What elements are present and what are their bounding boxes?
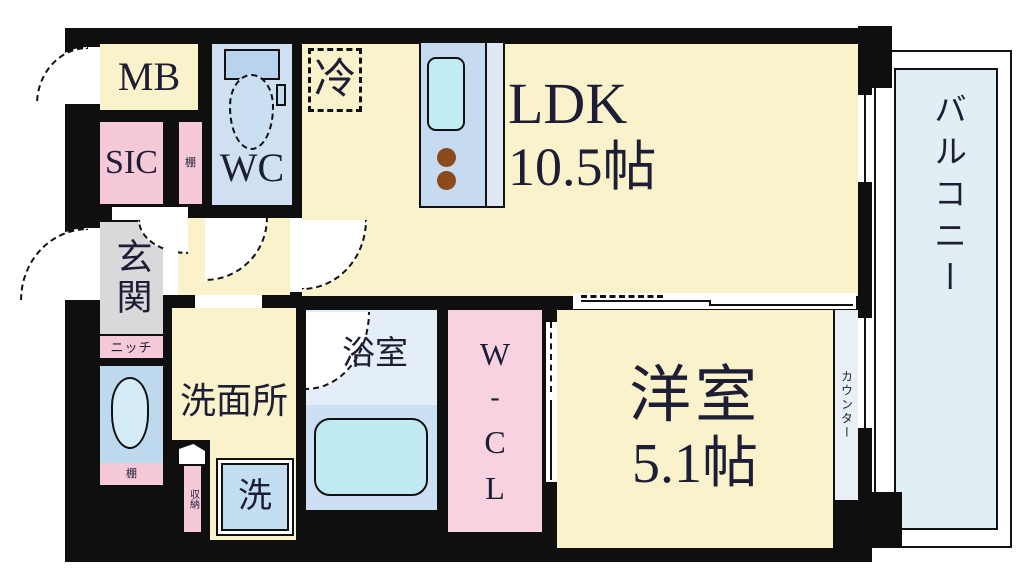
window-western bbox=[858, 318, 872, 428]
slide-door-western bbox=[546, 322, 557, 482]
genkan-label: 玄関 bbox=[111, 238, 152, 318]
kitchen-sink-icon bbox=[427, 57, 465, 131]
niche-label: ニッチ bbox=[110, 339, 153, 355]
stove-burner-icon bbox=[437, 171, 456, 190]
fridge-space: 冷 bbox=[308, 48, 362, 112]
slide-door-line bbox=[550, 400, 552, 480]
slide-line-dashed bbox=[581, 295, 663, 298]
stove-burner-icon bbox=[437, 148, 456, 167]
western-size: 5.1帖 bbox=[632, 433, 758, 496]
wc-label: WC bbox=[219, 145, 285, 190]
door-gap-ldk bbox=[290, 218, 302, 292]
shelf-upper-label: 棚 bbox=[185, 156, 196, 169]
washer-icon: 洗 bbox=[216, 458, 294, 536]
room-sic: SIC bbox=[100, 122, 163, 204]
fridge-label: 冷 bbox=[313, 57, 356, 103]
door-gap-entrance bbox=[86, 228, 100, 300]
door-gap-washroom bbox=[195, 295, 262, 308]
door-arc-mb bbox=[36, 47, 88, 104]
bathroom-label: 浴室 bbox=[342, 336, 408, 372]
wcl-char: L bbox=[485, 470, 505, 506]
wall-balcony-bottom bbox=[856, 492, 902, 548]
counter-strip: カウンター bbox=[833, 310, 858, 500]
wall-balcony-top bbox=[858, 26, 892, 88]
door-gap-genkan bbox=[163, 248, 178, 295]
slide-line-tick bbox=[709, 300, 711, 306]
storage-door-icon bbox=[179, 444, 205, 464]
window-ldk bbox=[858, 95, 872, 182]
washer-label: 洗 bbox=[238, 478, 272, 515]
door-gap-mb bbox=[86, 47, 100, 104]
storage-strip: 収納 bbox=[184, 466, 201, 532]
shelf-lower-strip: 棚 bbox=[100, 463, 163, 485]
room-mb: MB bbox=[100, 44, 198, 110]
toilet-flush-icon bbox=[276, 84, 286, 106]
room-western: 洋室 5.1帖 bbox=[557, 310, 833, 548]
wcl-char: - bbox=[490, 382, 500, 413]
wcl-char: W bbox=[479, 336, 511, 372]
slide-door-line bbox=[550, 322, 552, 392]
basin-icon bbox=[111, 377, 149, 449]
slide-line-b bbox=[709, 304, 853, 306]
balcony-label: バルコニー bbox=[928, 92, 965, 302]
wcl-char: C bbox=[484, 424, 506, 460]
door-arc-entrance bbox=[20, 228, 88, 300]
sic-label: SIC bbox=[105, 144, 158, 181]
ldk-size: 10.5帖 bbox=[508, 136, 657, 197]
washroom-label: 洗面所 bbox=[179, 381, 288, 421]
room-balcony: バルコニー bbox=[894, 68, 998, 530]
toilet-bowl-icon bbox=[229, 74, 274, 150]
counter-label: カウンター bbox=[839, 370, 854, 440]
western-name: 洋室 bbox=[628, 362, 761, 431]
mb-label: MB bbox=[117, 54, 181, 99]
shelf-upper-strip: 棚 bbox=[179, 122, 202, 204]
toilet-tank-icon bbox=[224, 49, 280, 80]
storage-label: 収納 bbox=[187, 489, 199, 509]
niche-strip: ニッチ bbox=[100, 336, 163, 358]
washer-inner: 洗 bbox=[221, 463, 289, 531]
door-gap-sic bbox=[112, 207, 188, 220]
window-glass-line bbox=[864, 318, 866, 428]
slide-door-partition bbox=[573, 293, 856, 309]
window-glass-line bbox=[864, 95, 866, 182]
bathtub-icon bbox=[314, 418, 428, 496]
room-ldk bbox=[302, 44, 858, 296]
slide-line-a bbox=[581, 300, 709, 302]
ldk-name: LDK bbox=[508, 71, 628, 136]
room-wcl: W - C L bbox=[448, 310, 542, 532]
ldk-label: LDK 10.5帖 bbox=[508, 71, 788, 197]
shelf-lower-label: 棚 bbox=[126, 467, 137, 480]
kitchen-counter-side bbox=[485, 43, 503, 206]
